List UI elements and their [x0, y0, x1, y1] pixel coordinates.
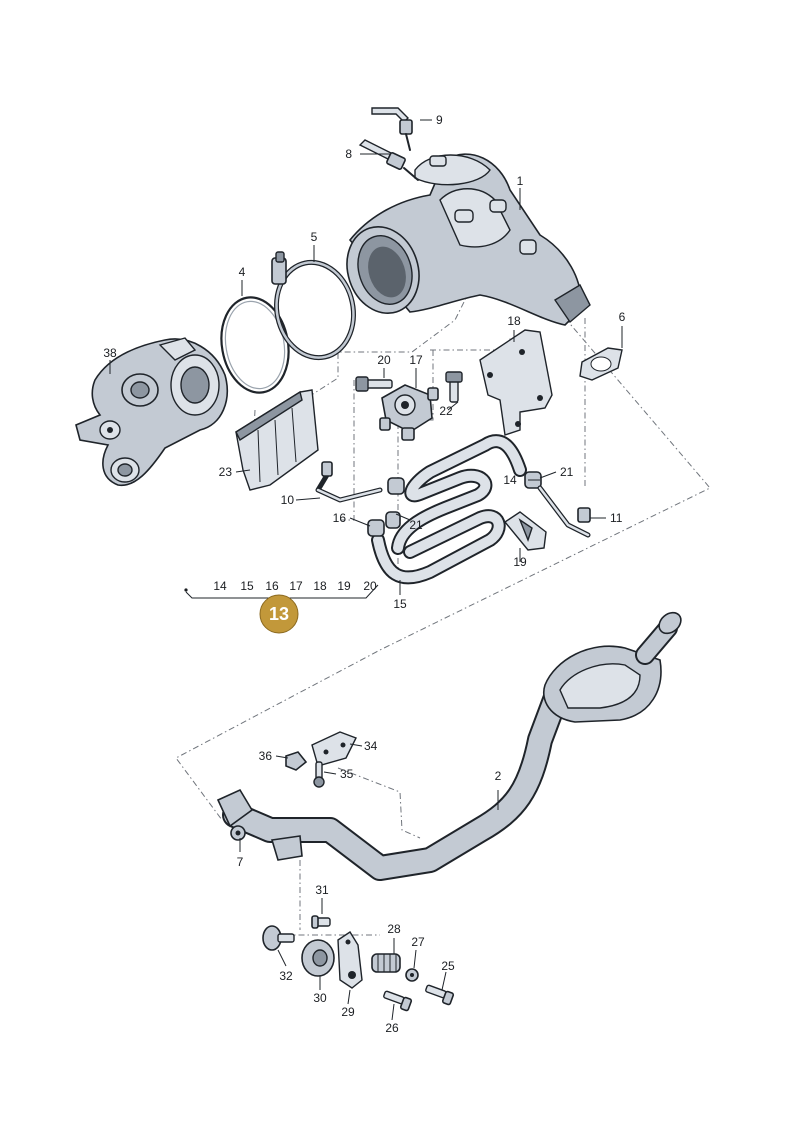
part-27-nut	[405, 968, 419, 982]
part-14-hose	[391, 434, 527, 555]
part-38-turbocharger	[75, 337, 229, 487]
group-member-19: 19	[337, 579, 351, 593]
part-5-clamp	[271, 251, 356, 361]
group-member-16: 16	[265, 579, 279, 593]
part-29-bracket	[337, 931, 363, 989]
group-member-14: 14	[213, 579, 227, 593]
callout-27: 27	[411, 935, 425, 949]
group-member-17: 17	[289, 579, 303, 593]
part-32-washer	[262, 925, 295, 951]
callout-35: 35	[340, 767, 354, 781]
callout-26: 26	[385, 1021, 399, 1035]
part-15-hose	[371, 509, 506, 585]
group-member-18: 18	[313, 579, 327, 593]
callout-14: 14	[503, 473, 517, 487]
callout-22: 22	[439, 404, 453, 418]
callout-9: 9	[436, 113, 443, 127]
part-7-nut	[230, 825, 246, 841]
callout-30: 30	[313, 991, 327, 1005]
group-badge-label[interactable]: 13	[269, 604, 289, 624]
group-member-20: 20	[363, 579, 377, 593]
callout-1: 1	[517, 174, 524, 188]
part-25-bolt	[425, 984, 455, 1006]
callout-6: 6	[619, 310, 626, 324]
part-28-spring	[371, 953, 401, 973]
callout-23: 23	[219, 465, 233, 479]
part-34-bracket	[311, 731, 357, 767]
callout-11: 11	[610, 511, 623, 525]
callout-15: 15	[393, 597, 407, 611]
part-1-catalytic-converter	[346, 153, 591, 326]
callout-20: 20	[377, 353, 391, 367]
callout-36: 36	[259, 749, 273, 763]
group-member-list: 14 15 16 17 18 19 20	[213, 579, 377, 593]
part-8-sensor	[358, 139, 419, 181]
callout-labels: 1 9 8 5 4 38 6 18 17 20 22 23 10 14 21 1…	[103, 113, 625, 1035]
callout-21-right: 21	[560, 465, 574, 479]
part-11-pipe	[537, 485, 591, 538]
part-17-valve	[379, 384, 439, 441]
part-9-sensor	[371, 107, 413, 151]
part-22-bolt	[445, 371, 463, 403]
part-6-gasket	[579, 347, 623, 381]
group-member-15: 15	[240, 579, 254, 593]
callout-4: 4	[239, 265, 246, 279]
callout-38: 38	[103, 346, 117, 360]
callout-32: 32	[279, 969, 293, 983]
callout-34: 34	[364, 739, 378, 753]
callout-18: 18	[507, 314, 521, 328]
callout-21-left: 21	[409, 518, 423, 532]
part-36-nut	[285, 751, 308, 771]
callout-19: 19	[513, 555, 527, 569]
part-26-bolt	[383, 990, 413, 1012]
part-30-rubber-mount	[301, 939, 335, 977]
group-badge-circle[interactable]	[259, 594, 299, 634]
part-2-exhaust-pipe	[216, 611, 682, 881]
part-19-bracket	[503, 511, 547, 551]
callout-8: 8	[345, 147, 352, 161]
part-16-clips	[367, 511, 401, 537]
callout-5: 5	[311, 230, 318, 244]
part-18-bracket	[479, 329, 553, 436]
group-badge[interactable]: 13	[259, 594, 299, 634]
callout-17: 17	[409, 353, 423, 367]
callout-31: 31	[315, 883, 329, 897]
callout-7: 7	[237, 855, 244, 869]
callout-25: 25	[441, 959, 455, 973]
part-20-bolt	[355, 376, 393, 392]
part-31-bolt	[311, 915, 331, 929]
part-35-bolt	[313, 761, 325, 788]
callout-10: 10	[281, 493, 295, 507]
part-10-pipe	[315, 461, 383, 503]
callout-28: 28	[387, 922, 401, 936]
part-23-heat-shield	[235, 389, 319, 491]
callout-29: 29	[341, 1005, 355, 1019]
callout-2: 2	[495, 769, 502, 783]
callout-16: 16	[333, 511, 347, 525]
